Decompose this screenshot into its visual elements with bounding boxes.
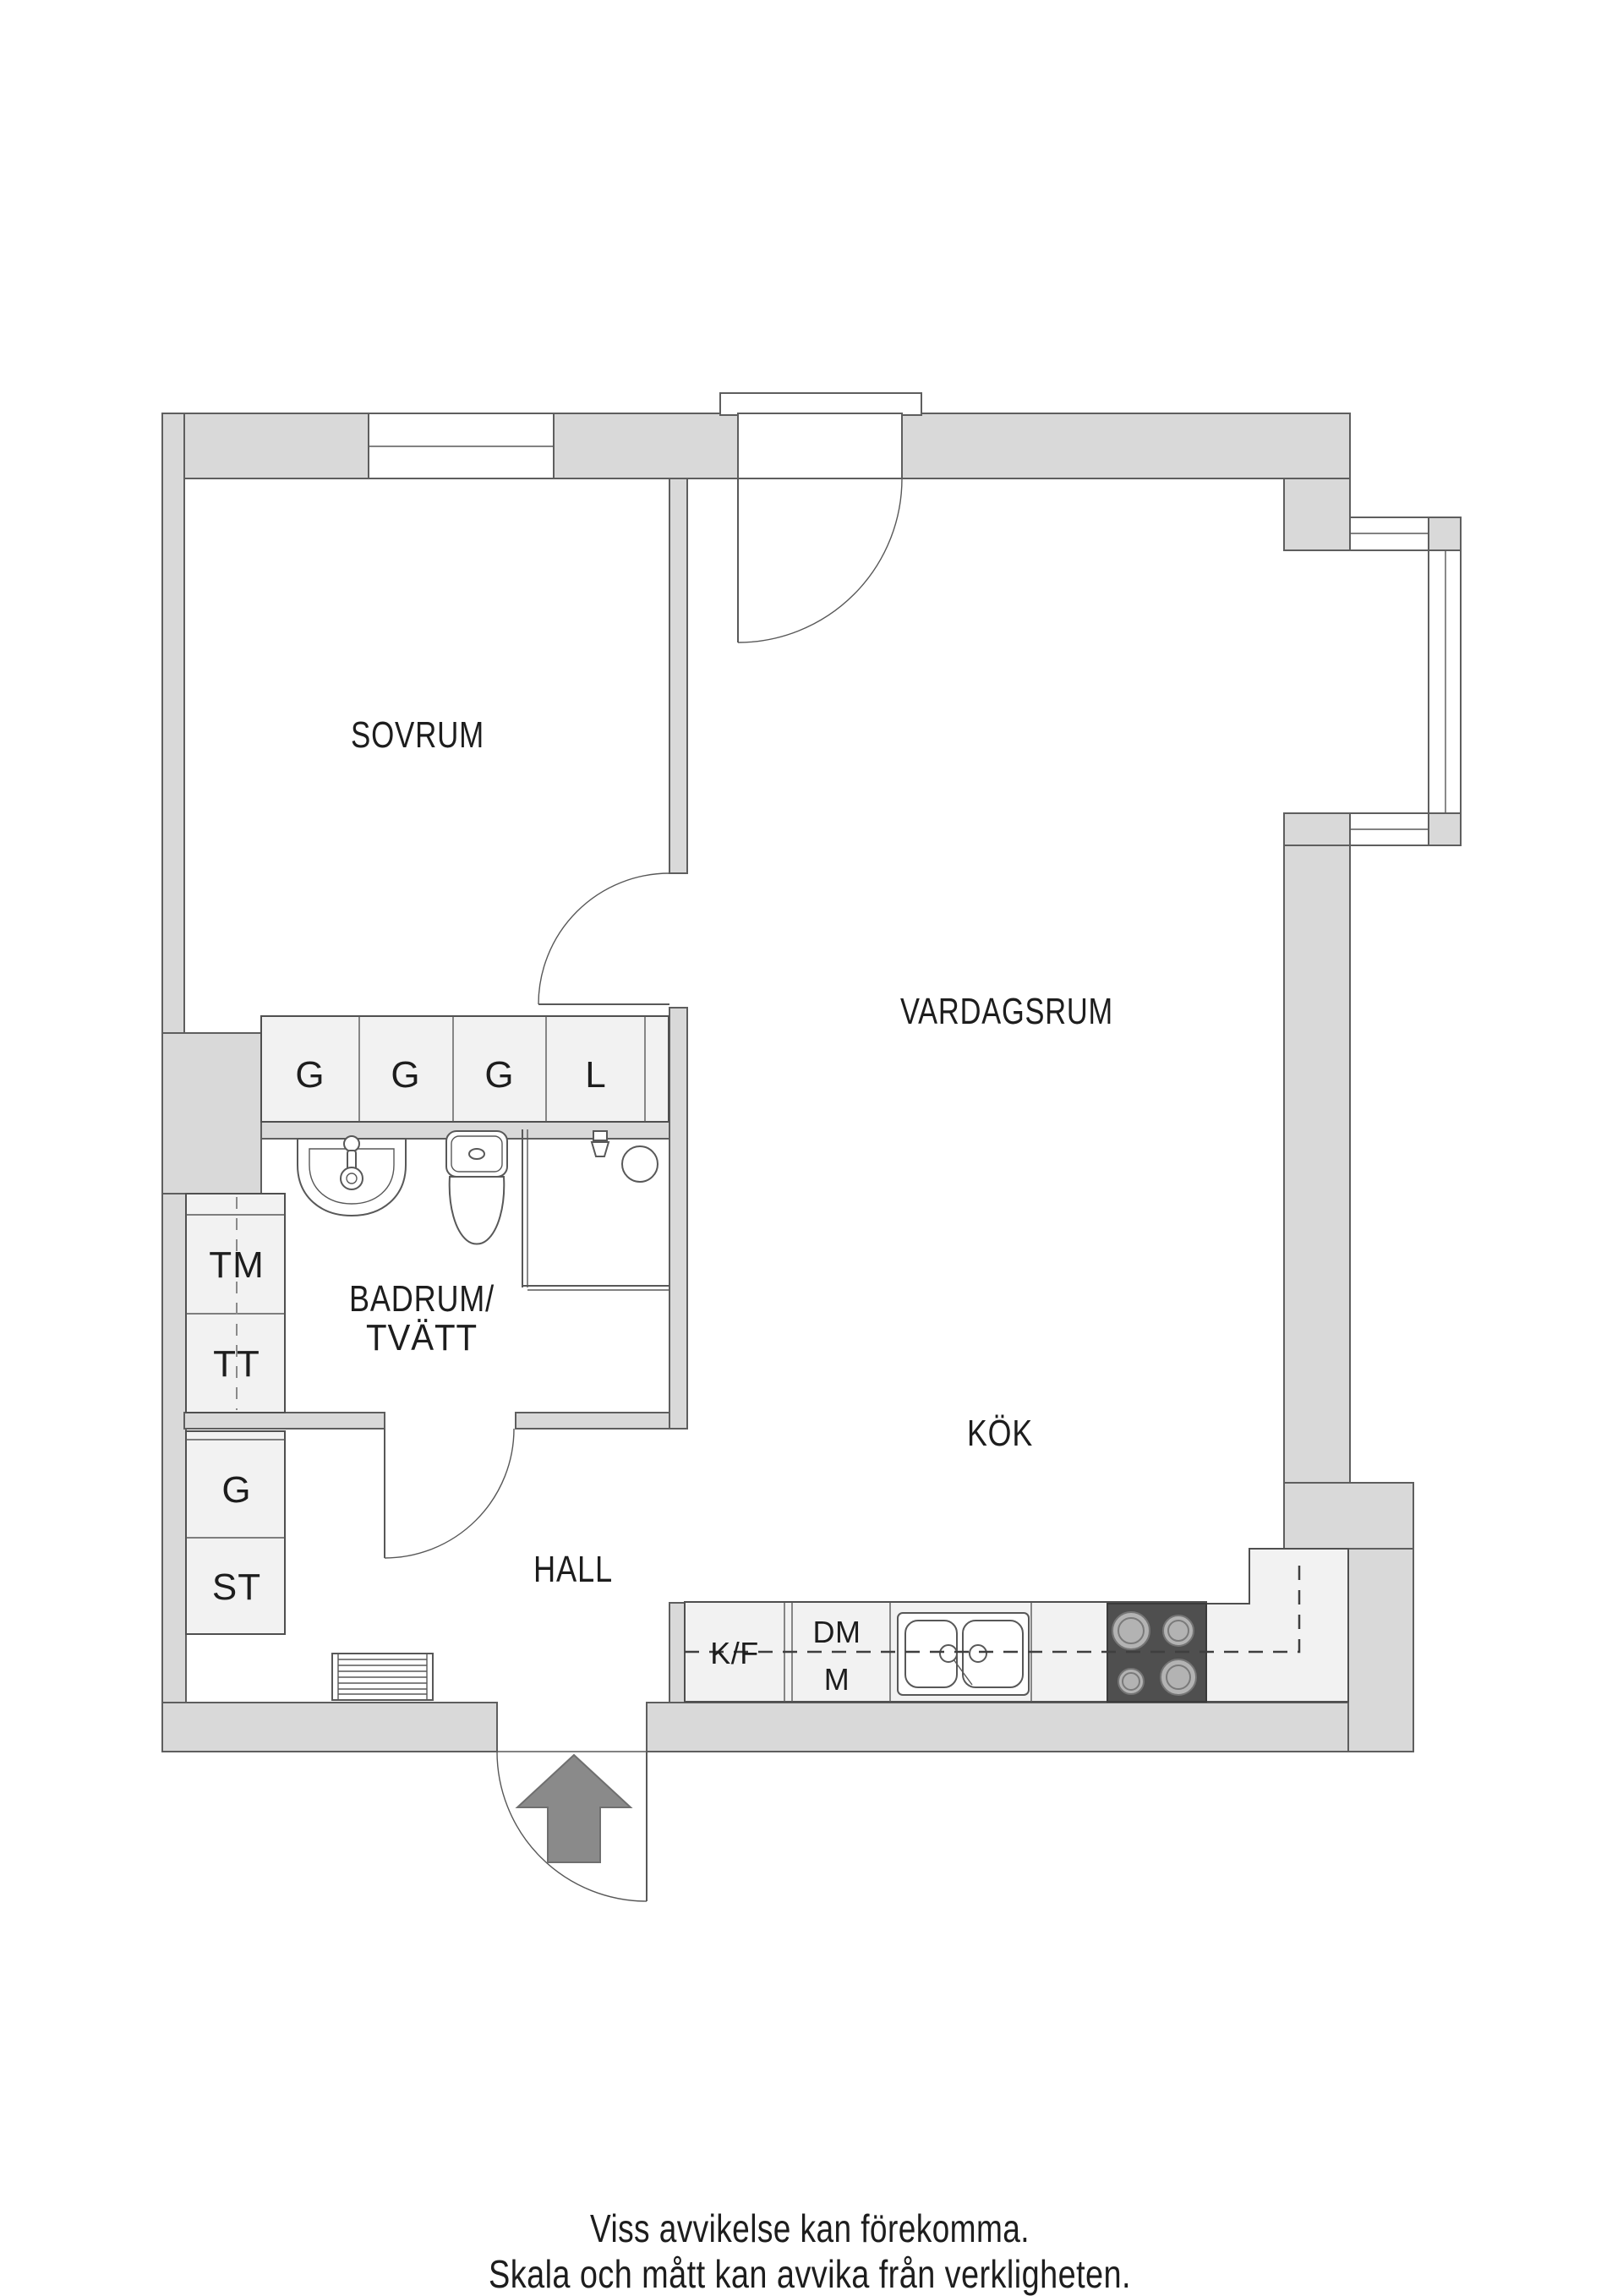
wall-bay-corner-bottom [1428,812,1462,846]
wall-left-lower [161,1193,187,1752]
entrance-arrow-icon [515,1753,633,1863]
walls [161,413,1462,1752]
toilet-bowl [448,1176,505,1245]
wall-right-corner-block [1347,1548,1414,1752]
bay-window-right [1428,549,1462,814]
wall-bottom-left [161,1702,498,1752]
wardrobe-label: G [295,1054,325,1096]
washbasin-faucet-icon [343,1135,360,1152]
kitchen-faucet-icon [969,1644,987,1663]
toilet-tank-inner [451,1135,503,1173]
wall-bay-corner-top [1428,517,1462,551]
wall-right-mid [1283,845,1351,1493]
shower-head-cone [590,1141,610,1157]
shower-stool [621,1145,658,1183]
wall-bottom-right [646,1702,1414,1752]
kitchen-appliances [685,1562,1301,1703]
washbasin-drain-icon [340,1167,363,1190]
radiator-icon [331,1653,434,1701]
laundry-column [185,1193,286,1413]
entrance-opening [498,1703,646,1751]
wall-bathroom-south-right [515,1412,670,1430]
doors [384,478,903,1902]
balcony-door-opening [737,413,903,479]
cleaning-closet-label: ST [212,1566,261,1608]
room-label-living-room: VARDAGSRUM [900,991,1113,1032]
washbasin-drain-inner [346,1173,358,1184]
room-label-bathroom-line2: TVÄTT [366,1317,478,1358]
wardrobe-label: G [484,1054,514,1096]
room-label-bedroom: SOVRUM [351,714,484,756]
hall-closet-column [185,1430,286,1635]
microwave-label: M [824,1662,850,1697]
dryer-label: TT [213,1343,260,1385]
bedroom-door-arc [538,872,670,1005]
washbasin-inner [309,1148,395,1205]
entrance-door-arc [496,1751,648,1902]
wall-bay-shoulder [1283,812,1359,846]
burner-ring [1122,1672,1140,1691]
wall-divider-bedroom-living [669,478,688,874]
toilet-flush-button [468,1148,485,1160]
kitchen-faucet-icon [939,1644,958,1663]
shower-head-icon [593,1130,608,1141]
room-label-bathroom-line1: BADRUM/ [349,1278,495,1320]
counter-centerline [685,1562,1301,1654]
wall-bathroom-south-left [183,1412,385,1430]
fridge-freezer-label: K/F [710,1636,759,1670]
furniture [185,1015,1349,1703]
balcony-door-threshold [719,392,922,416]
bathroom-door-arc [384,1428,515,1559]
wall-right-joiner [1283,1482,1414,1550]
disclaimer-line2: Skala och mått kan avvika från verklighe… [489,2252,1131,2296]
burner-ring [1118,1617,1145,1644]
labels: SOVRUM VARDAGSRUM KÖK HALL BADRUM/ TVÄTT… [209,714,1131,2296]
dishwasher-label: DM [813,1615,861,1649]
windows-and-openings [368,392,1462,1752]
balcony-door-arc [737,478,903,643]
wall-left-bedroom [161,413,185,1034]
bedroom-wardrobe-row [260,1015,669,1123]
wall-right-step [1283,478,1351,551]
burner-ring [1166,1665,1191,1690]
kitchen-sink-bowl-right [962,1620,1024,1688]
room-label-kitchen: KÖK [967,1413,1033,1454]
linen-closet-label: L [585,1054,606,1096]
wall-counter-end [669,1602,686,1703]
bathroom-fixtures [297,1129,669,1291]
wall-bathroom-east [669,1007,688,1430]
washer-label: TM [209,1244,265,1286]
hall-wardrobe-label: G [221,1469,251,1511]
wardrobe-label: G [391,1054,420,1096]
disclaimer-line1: Viss avvikelse kan förekomma. [590,2206,1030,2250]
wall-left-block [161,1032,262,1194]
burner-ring [1167,1620,1189,1642]
kitchen-counter-corner [1205,1548,1349,1703]
room-label-hall: HALL [533,1549,613,1590]
hall-elements [331,1653,633,1863]
kitchen-faucet-lever [953,1659,973,1686]
